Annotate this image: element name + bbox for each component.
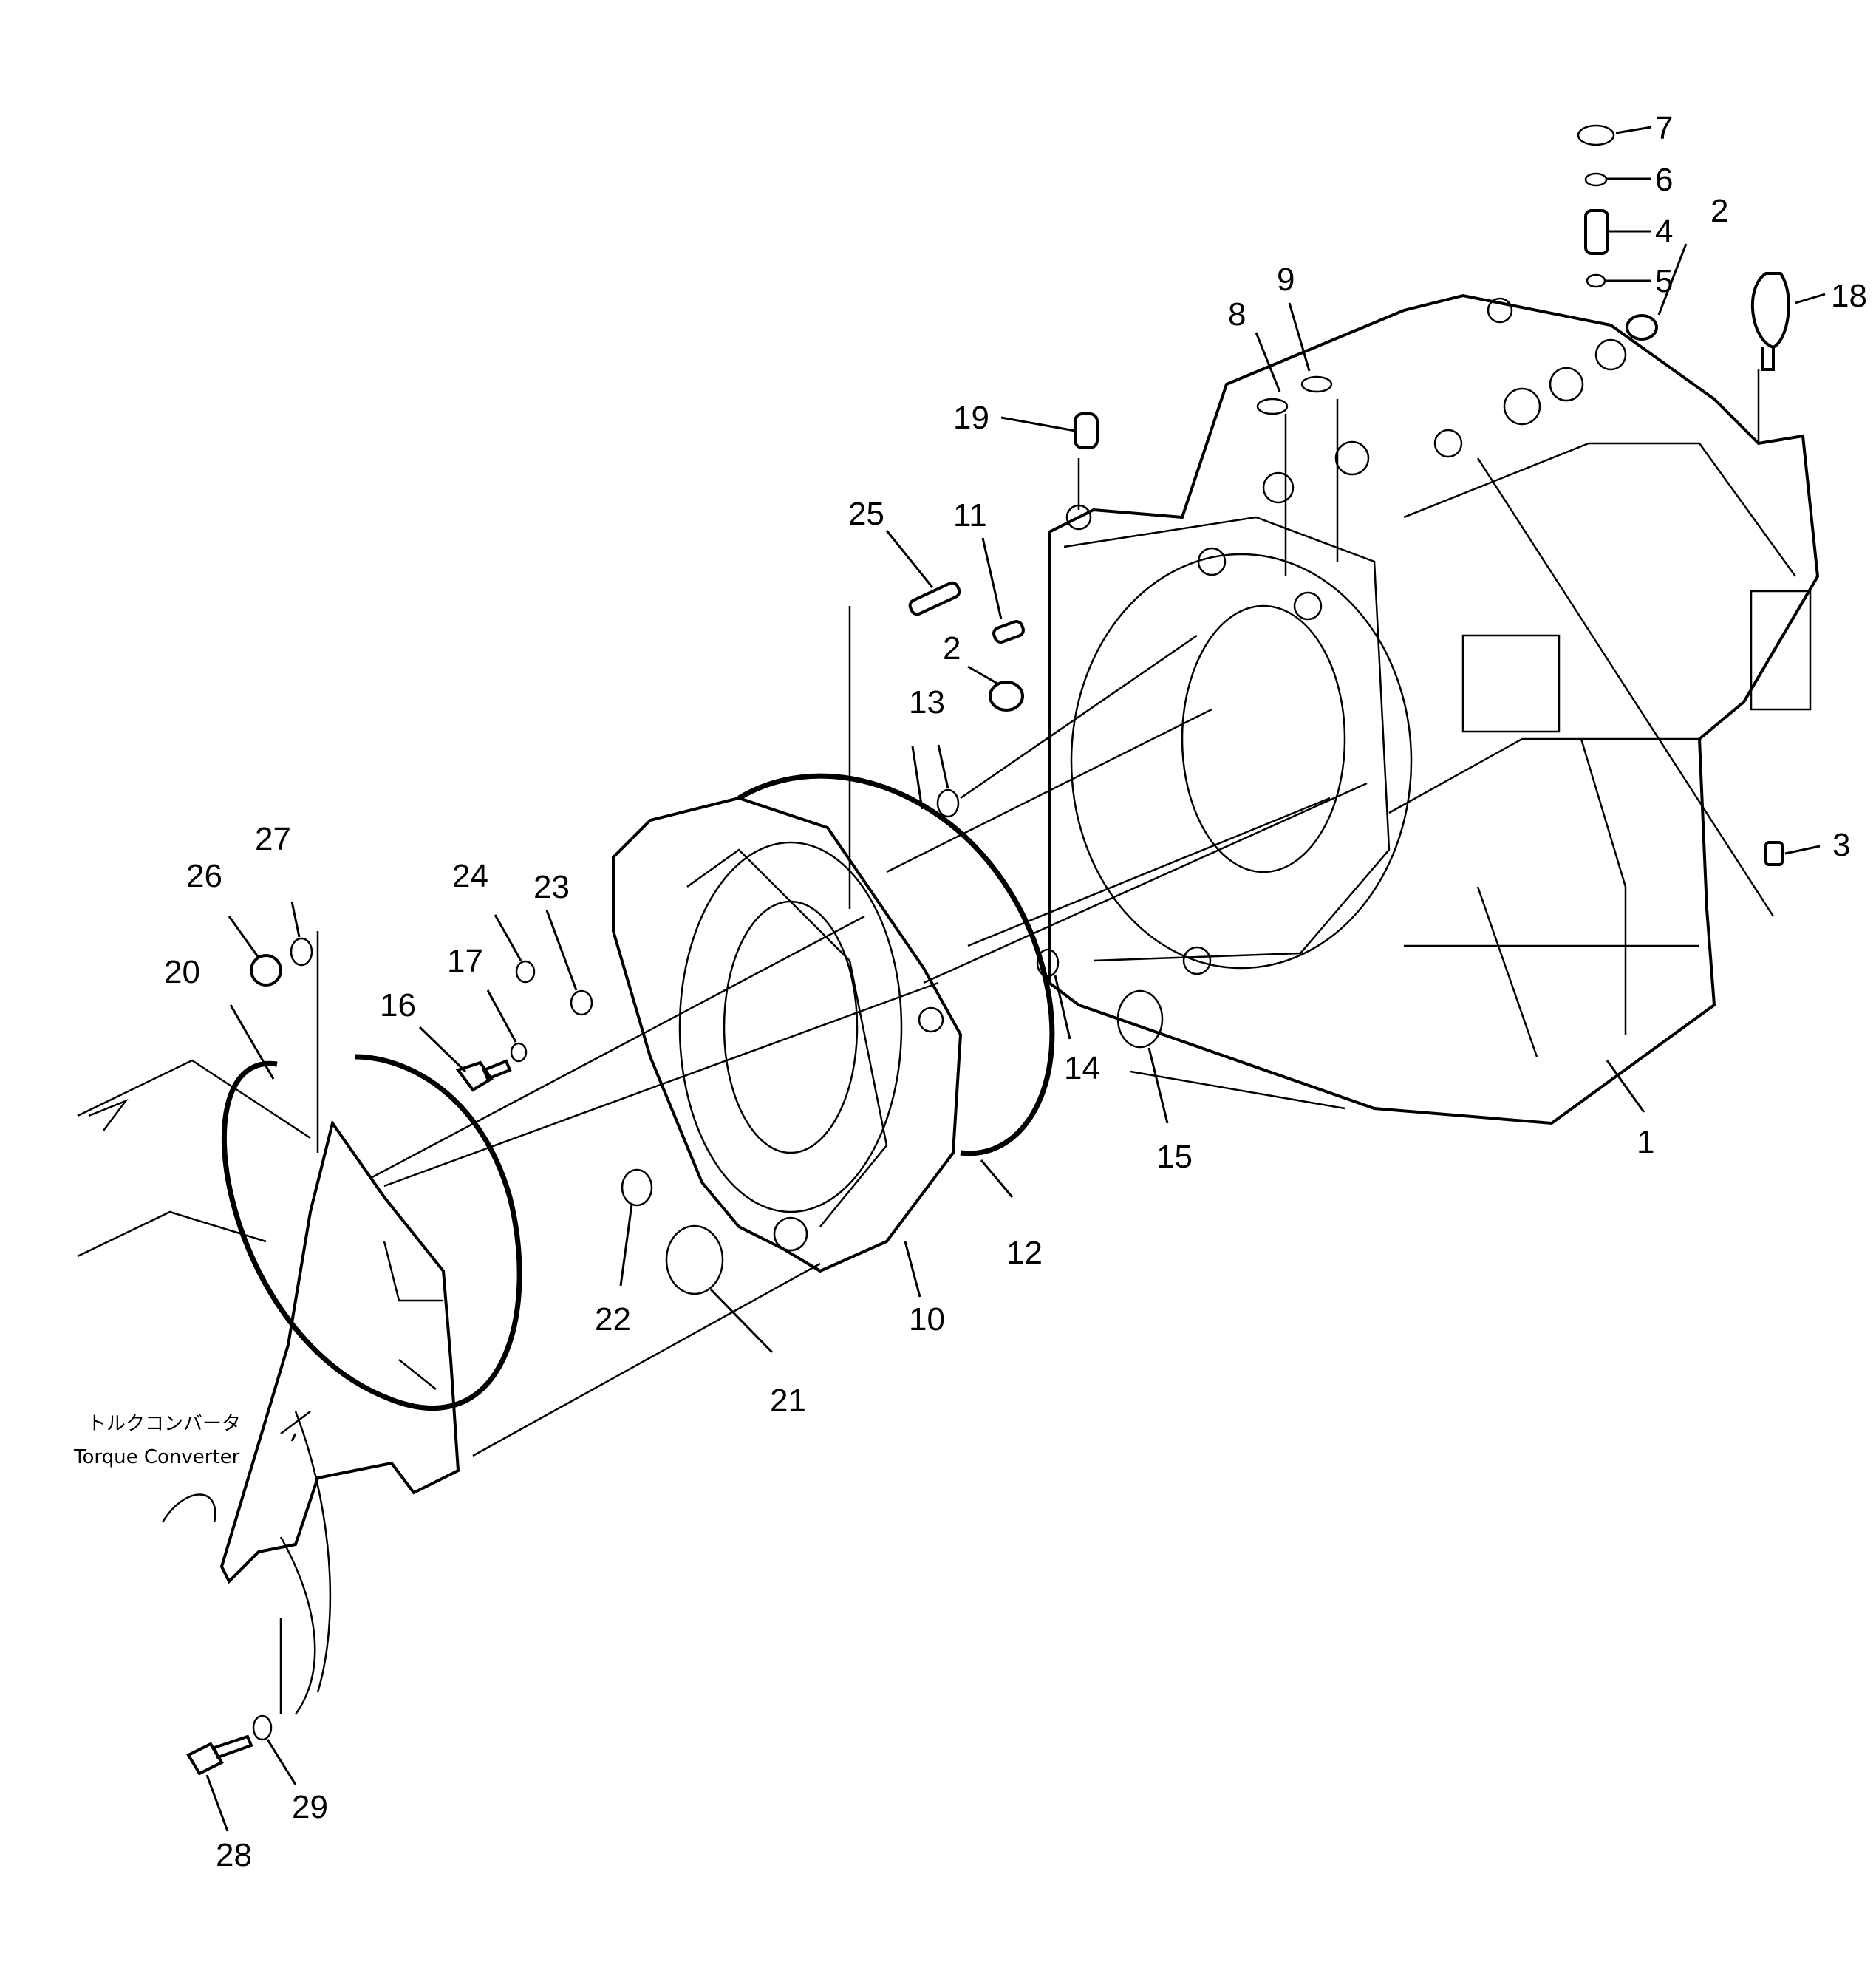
callout-26: 26	[186, 858, 222, 894]
callout-16: 16	[380, 987, 416, 1023]
callout-labels: 1 2 2 3 4 5 6 7 8 9 10 11 12 13 14 15 16…	[164, 110, 1867, 1873]
o-ring-7	[1577, 124, 1615, 146]
o-ring-8	[1256, 398, 1289, 415]
callout-21: 21	[770, 1383, 806, 1419]
small-parts	[186, 124, 1790, 1776]
callout-27: 27	[255, 821, 291, 857]
torque-converter-housing	[77, 1059, 460, 1715]
o-ring-9	[1300, 375, 1333, 393]
bolt-16	[455, 1059, 512, 1092]
callout-6: 6	[1655, 162, 1673, 198]
callout-29: 29	[292, 1789, 328, 1825]
eye-bolt-18	[1750, 272, 1790, 371]
washer-29	[252, 1714, 273, 1741]
callout-25: 25	[848, 496, 884, 532]
plug-19	[1074, 412, 1099, 449]
o-ring-14	[1036, 948, 1060, 978]
gasket-12	[737, 773, 1055, 1156]
callout-19: 19	[953, 400, 989, 436]
o-ring-6	[1584, 172, 1608, 187]
callout-20: 20	[164, 954, 200, 990]
callout-2-mid: 2	[943, 630, 961, 667]
washer-17	[510, 1042, 528, 1063]
o-ring-23	[570, 989, 593, 1016]
pin-11	[992, 620, 1025, 644]
bolt-28	[186, 1734, 253, 1776]
stud-25	[908, 581, 961, 616]
o-ring-13	[936, 788, 960, 818]
callout-4: 4	[1655, 214, 1673, 250]
nut-26	[250, 954, 282, 987]
callout-23: 23	[533, 869, 570, 905]
callout-8: 8	[1228, 296, 1246, 333]
o-ring-24	[515, 960, 536, 984]
o-ring-22	[621, 1168, 653, 1207]
o-ring-15	[1116, 989, 1164, 1049]
callout-13: 13	[909, 684, 945, 720]
alignment-lines	[279, 369, 1775, 1714]
callout-18: 18	[1831, 278, 1867, 314]
torque-converter-label-en: Torque Converter	[73, 1446, 240, 1468]
plug-2-mid	[989, 681, 1024, 712]
gasket-20	[221, 1054, 522, 1411]
plug-3	[1764, 841, 1784, 866]
callout-12: 12	[1006, 1235, 1043, 1271]
callout-2-top: 2	[1710, 193, 1728, 229]
transmission-case	[1048, 293, 1820, 1125]
callout-1: 1	[1637, 1124, 1654, 1160]
flange-plate	[612, 796, 963, 1273]
callout-24: 24	[452, 858, 488, 894]
torque-converter-label-jp: トルクコンバータ	[87, 1413, 241, 1435]
o-ring-21	[665, 1224, 724, 1295]
washer-27	[290, 937, 313, 967]
torque-converter-annotation: トルクコンバータ Torque Converter	[73, 1411, 311, 1468]
callout-9: 9	[1277, 262, 1295, 298]
callout-14: 14	[1064, 1050, 1100, 1086]
callout-7: 7	[1655, 110, 1673, 146]
callout-17: 17	[447, 943, 483, 979]
ring-gaskets	[221, 773, 1055, 1411]
callout-3: 3	[1832, 827, 1850, 863]
o-ring-5	[1586, 273, 1606, 288]
plug-4	[1584, 209, 1609, 255]
callout-28: 28	[216, 1837, 252, 1873]
callout-5: 5	[1655, 263, 1673, 299]
callout-22: 22	[595, 1301, 631, 1338]
plug-2-top	[1626, 314, 1658, 341]
callout-10: 10	[909, 1301, 945, 1338]
leader-lines	[205, 126, 1826, 1832]
callout-11: 11	[953, 497, 987, 534]
callout-15: 15	[1156, 1139, 1193, 1175]
